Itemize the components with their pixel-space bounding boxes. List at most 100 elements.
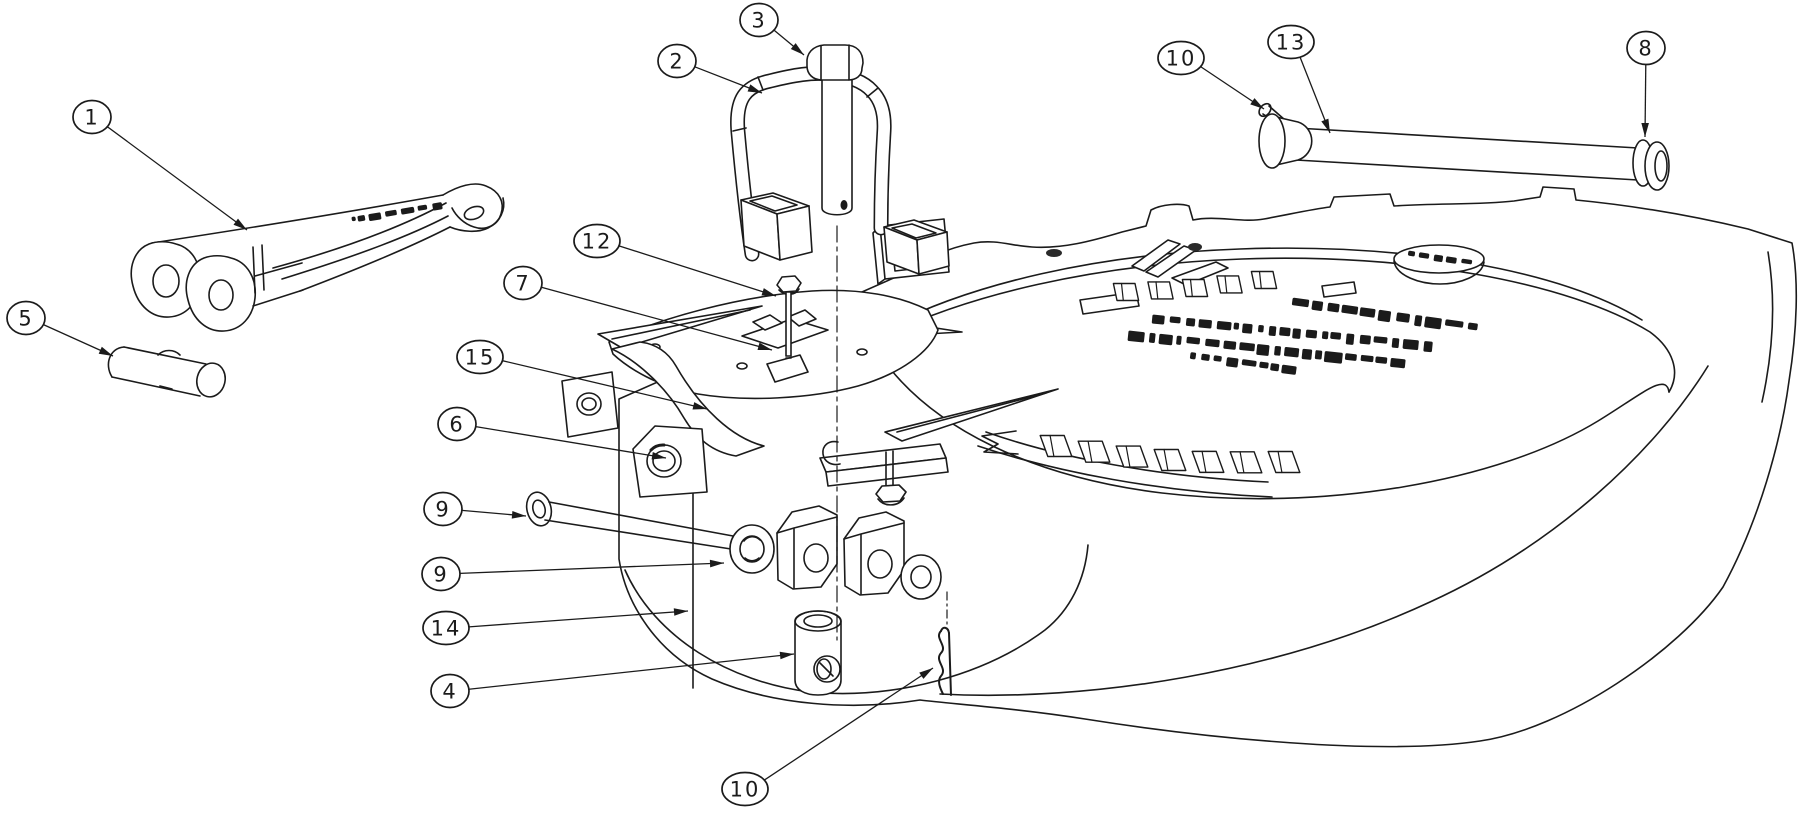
callout-number: 14	[431, 617, 462, 641]
embossed-text-marks	[1291, 297, 1478, 331]
callout-6: 6	[437, 406, 667, 460]
handle-foot-left	[740, 192, 813, 261]
callout-4: 4	[430, 651, 795, 709]
spike-blade-left	[597, 305, 763, 349]
rim-band-1	[985, 431, 1269, 483]
callout-balloon	[503, 265, 543, 301]
callout-balloon	[6, 300, 46, 336]
embossed-text-marks	[1189, 352, 1297, 375]
embossed-outline-lettering	[1039, 434, 1301, 474]
leader-line	[773, 29, 805, 56]
callout-number: 2	[669, 50, 684, 74]
leader-line	[468, 608, 689, 628]
callout-2: 2	[657, 43, 763, 94]
end-cap	[1632, 139, 1670, 191]
dish-rim-upper-2	[870, 257, 1676, 393]
handle-foot-right	[883, 219, 950, 275]
leader-line	[763, 667, 934, 781]
callout-number: 7	[515, 272, 530, 296]
callout-number: 6	[449, 413, 464, 437]
callout-balloon	[657, 43, 697, 79]
leader-line	[43, 324, 114, 357]
callout-number: 10	[1166, 47, 1197, 71]
callout-balloon	[721, 771, 769, 807]
underside-sweep	[939, 365, 1709, 697]
dish-rim-lower	[881, 357, 1670, 500]
plate-hole	[856, 348, 868, 356]
callout-number: 15	[465, 346, 496, 370]
callout-number: 1	[84, 106, 99, 130]
callout-balloon	[573, 223, 621, 259]
part-release-lever	[130, 183, 505, 332]
callout-number: 10	[730, 778, 761, 802]
leader-line	[475, 426, 667, 460]
washer-left	[729, 524, 775, 574]
embossed-decorations	[351, 202, 1478, 474]
callout-balloon	[421, 556, 461, 592]
leader-line	[694, 66, 763, 94]
leader-line	[459, 559, 725, 575]
callout-number: 9	[433, 563, 448, 587]
plate-hole	[736, 362, 748, 370]
axle-rod-group	[1258, 102, 1670, 191]
part-roller-pin	[107, 346, 226, 398]
base-tub-inner-curve	[624, 544, 1089, 695]
leader-line	[1641, 64, 1649, 138]
axle-tube	[1295, 127, 1639, 181]
lever-clevis	[130, 240, 304, 332]
callout-number: 13	[1276, 31, 1307, 55]
banner-chevron	[981, 430, 1019, 455]
pin-shaft	[821, 78, 853, 216]
callout-13: 13	[1267, 24, 1331, 134]
leader-line	[541, 286, 773, 351]
callout-10: 10	[721, 667, 934, 807]
top-slot	[1188, 243, 1202, 251]
callout-3: 3	[739, 2, 805, 56]
right-inner-edge	[1761, 251, 1774, 403]
curved-guide-horn	[611, 341, 765, 457]
shoulder-bolt	[525, 491, 734, 550]
part-hitch-pin	[806, 44, 864, 216]
callout-10: 10	[1157, 40, 1265, 110]
callout-9: 9	[423, 491, 527, 527]
washer-right	[900, 554, 942, 600]
pin-head	[806, 44, 864, 81]
pivot-hardware	[525, 491, 952, 696]
rim-band-2	[977, 445, 1273, 498]
leader-line	[502, 360, 708, 410]
callout-balloon	[430, 673, 470, 709]
callout-balloon	[1267, 24, 1315, 60]
top-plate-assembly	[561, 275, 949, 506]
callout-12: 12	[573, 223, 777, 297]
callout-number: 3	[751, 9, 766, 33]
pin-hole	[840, 200, 848, 210]
embossed-text-marks	[1127, 330, 1406, 369]
callout-balloon	[739, 2, 779, 38]
callout-1: 1	[72, 99, 248, 231]
callout-5: 5	[6, 300, 114, 357]
callout-14: 14	[422, 608, 689, 646]
top-slot	[1046, 249, 1062, 257]
callout-balloon	[422, 610, 470, 646]
leader-line	[461, 509, 527, 519]
leader-line	[106, 126, 248, 231]
callout-balloon	[72, 99, 112, 135]
pivot-bracket	[632, 425, 708, 498]
leader-line	[468, 651, 795, 690]
lock-collar	[794, 610, 842, 696]
callout-8: 8	[1626, 30, 1666, 138]
hex-bolt-long	[776, 275, 802, 359]
embossed-text-marks	[1407, 250, 1473, 265]
lever-hook	[442, 183, 505, 233]
callout-number: 9	[435, 498, 450, 522]
leader-line	[618, 245, 777, 297]
part-carry-handle	[730, 65, 950, 275]
embossed-outline-lettering	[1112, 270, 1278, 302]
leader-line	[1299, 56, 1331, 134]
callout-number: 4	[442, 680, 457, 704]
callout-number: 5	[18, 307, 33, 331]
lever-arm-top-edge	[151, 194, 444, 244]
